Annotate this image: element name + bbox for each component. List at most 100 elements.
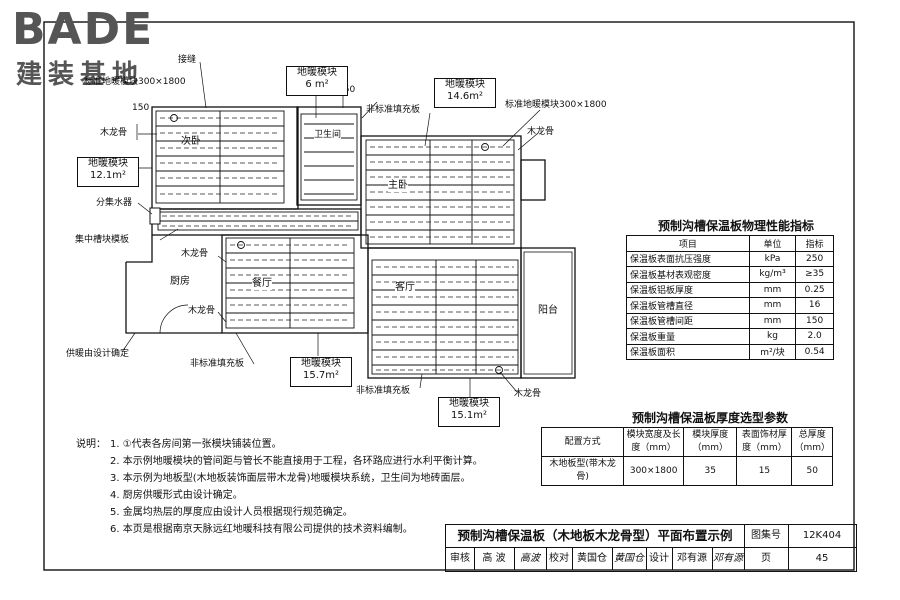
thickness-config: 木地板型(带木龙骨) <box>540 456 625 486</box>
note-item: 5. 金属均热层的厚度应由设计人员根据现行规范确定。 <box>110 507 353 518</box>
table-row: 木地板型(带木龙骨) 300×1800 35 15 50 <box>540 456 833 486</box>
perf-unit: mm <box>748 297 797 314</box>
design-label: 设计 <box>646 548 673 570</box>
annotation-nonstandard-top: 非标准填充板 <box>366 105 421 115</box>
manifold-unit <box>149 207 161 225</box>
module-box-area: 12.1m² <box>89 170 126 181</box>
note-item: 3. 本示例为地板型(木地板装饰面层带木龙骨)地暖模块系统，卫生间为地砖面层。 <box>110 473 471 484</box>
thickness-size: 300×1800 <box>623 456 685 486</box>
leader-lines <box>120 61 541 398</box>
reviewer-name: 高 波 <box>474 548 515 570</box>
perf-value: ≥35 <box>795 266 834 283</box>
annotation-joist-left: 木龙骨 <box>100 128 128 138</box>
annotation-seam: 接缝 <box>178 55 197 65</box>
designer-signature: 邓有源 <box>712 548 745 570</box>
module-box-bathroom: 地暖模块 6 m² <box>286 66 348 96</box>
thickness-header-finish: 表面饰材厚度（mm） <box>736 427 793 457</box>
logo: BADE 建装基地 <box>8 4 178 90</box>
perf-value: 150 <box>795 312 834 329</box>
thickness-header-module: 模块厚度（mm） <box>683 427 738 457</box>
room-label-bedroom2: 次卧 <box>181 136 201 147</box>
module-box-area: 15.1m² <box>450 410 487 421</box>
module-box-dining: 地暖模块 15.7m² <box>290 357 352 387</box>
perf-header-unit: 单位 <box>748 235 797 252</box>
perf-item: 保温板管槽间距 <box>626 312 750 329</box>
perf-value: 250 <box>795 250 834 267</box>
drawing-title: 预制沟槽保温板（木地板木龙骨型）平面布置示例 <box>446 525 745 548</box>
atlas-number: 12K404 <box>788 525 856 548</box>
module-box-area: 14.6m² <box>446 91 483 102</box>
room-label-balcony: 阳台 <box>538 305 558 316</box>
perf-header-value: 指标 <box>795 235 834 252</box>
thickness-total: 50 <box>791 456 833 486</box>
thickness-table-title: 预制沟槽保温板厚度选型参数 <box>631 411 788 425</box>
perf-item: 保温板重量 <box>626 328 750 345</box>
perf-unit: m²/块 <box>748 343 797 360</box>
annotation-standard-module-left: 标准地暖模块300×1800 <box>84 77 186 87</box>
annotation-joist-bottom-right: 木龙骨 <box>514 389 542 399</box>
annotation-collector-board: 集中槽块模板 <box>75 235 130 245</box>
perf-item: 保温板基材表观密度 <box>626 266 750 283</box>
perf-value: 0.54 <box>795 343 834 360</box>
annotation-standard-module-right: 标准地暖模块300×1800 <box>505 100 607 110</box>
annotation-joist-right: 木龙骨 <box>527 127 555 137</box>
thickness-header-config: 配置方式 <box>540 427 625 457</box>
checker-name: 黄国仓 <box>572 548 613 570</box>
perf-item: 保温板表面抗压强度 <box>626 250 750 267</box>
annotation-joist-kitchen-top: 木龙骨 <box>181 249 209 259</box>
note-item: 1. ①代表各房间第一张模块铺装位置。 <box>110 439 282 450</box>
perf-value: 0.25 <box>795 281 834 298</box>
room-label-kitchen: 厨房 <box>170 276 190 287</box>
annotation-manifold: 分集水器 <box>96 198 133 208</box>
room-label-living: 客厅 <box>395 282 415 294</box>
module-box-title: 地暖模块 <box>88 158 128 169</box>
room-label-bathroom: 卫生间 <box>314 129 342 141</box>
annotation-heating-note: 供暖由设计确定 <box>66 349 130 359</box>
check-label: 校对 <box>546 548 573 570</box>
dimension-150-left: 150 <box>132 103 150 113</box>
designer-name: 邓有源 <box>672 548 713 570</box>
module-box-title: 地暖模块 <box>297 67 337 78</box>
module-box-title: 地暖模块 <box>449 398 489 409</box>
perf-value: 16 <box>795 297 834 314</box>
module-box-living: 地暖模块 15.1m² <box>438 397 500 427</box>
title-block: 预制沟槽保温板（木地板木龙骨型）平面布置示例 图集号 12K404 审核 高 波… <box>445 524 857 572</box>
thickness-module: 35 <box>683 456 738 486</box>
perf-table-header-row: 项目 单位 指标 <box>626 235 834 252</box>
notes-list: 1. ①代表各房间第一张模块铺装位置。 2. 本示例地暖模块的管间距与管长不能直… <box>110 436 550 538</box>
thickness-header-total: 总厚度（mm） <box>791 427 833 457</box>
room-label-dining: 餐厅 <box>252 278 272 290</box>
thickness-finish: 15 <box>736 456 793 486</box>
checker-signature: 黄国仓 <box>612 548 647 570</box>
annotation-nonstandard-bottom-mid: 非标准填充板 <box>356 386 411 396</box>
perf-unit: kg/m³ <box>748 266 797 283</box>
module-box-title: 地暖模块 <box>301 358 341 369</box>
logo-wordmark: BADE <box>12 4 155 55</box>
module-box-title: 地暖模块 <box>445 79 485 90</box>
module-box-bedroom2: 地暖模块 12.1m² <box>77 157 139 187</box>
perf-unit: mm <box>748 312 797 329</box>
page-label: 页 <box>744 548 789 570</box>
perf-table-title: 预制沟槽保温板物理性能指标 <box>657 219 814 233</box>
annotation-joist-kitchen-bottom: 木龙骨 <box>188 306 216 316</box>
notes-heading: 说明： <box>76 439 106 450</box>
perf-item: 保温板铝板厚度 <box>626 281 750 298</box>
perf-unit: kg <box>748 328 797 345</box>
perf-value: 2.0 <box>795 328 834 345</box>
thickness-table-header-row: 配置方式 模块宽度及长度（mm） 模块厚度（mm） 表面饰材厚度（mm） 总厚度… <box>540 427 833 457</box>
annotation-nonstandard-bottom-left: 非标准填充板 <box>190 359 245 369</box>
note-item: 4. 厨房供暖形式由设计确定。 <box>110 490 243 501</box>
atlas-label: 图集号 <box>744 525 789 548</box>
module-box-area: 15.7m² <box>302 370 339 381</box>
review-label: 审核 <box>446 548 475 570</box>
note-item: 2. 本示例地暖模块的管间距与管长不能直接用于工程，各环路应进行水利平衡计算。 <box>110 456 483 467</box>
